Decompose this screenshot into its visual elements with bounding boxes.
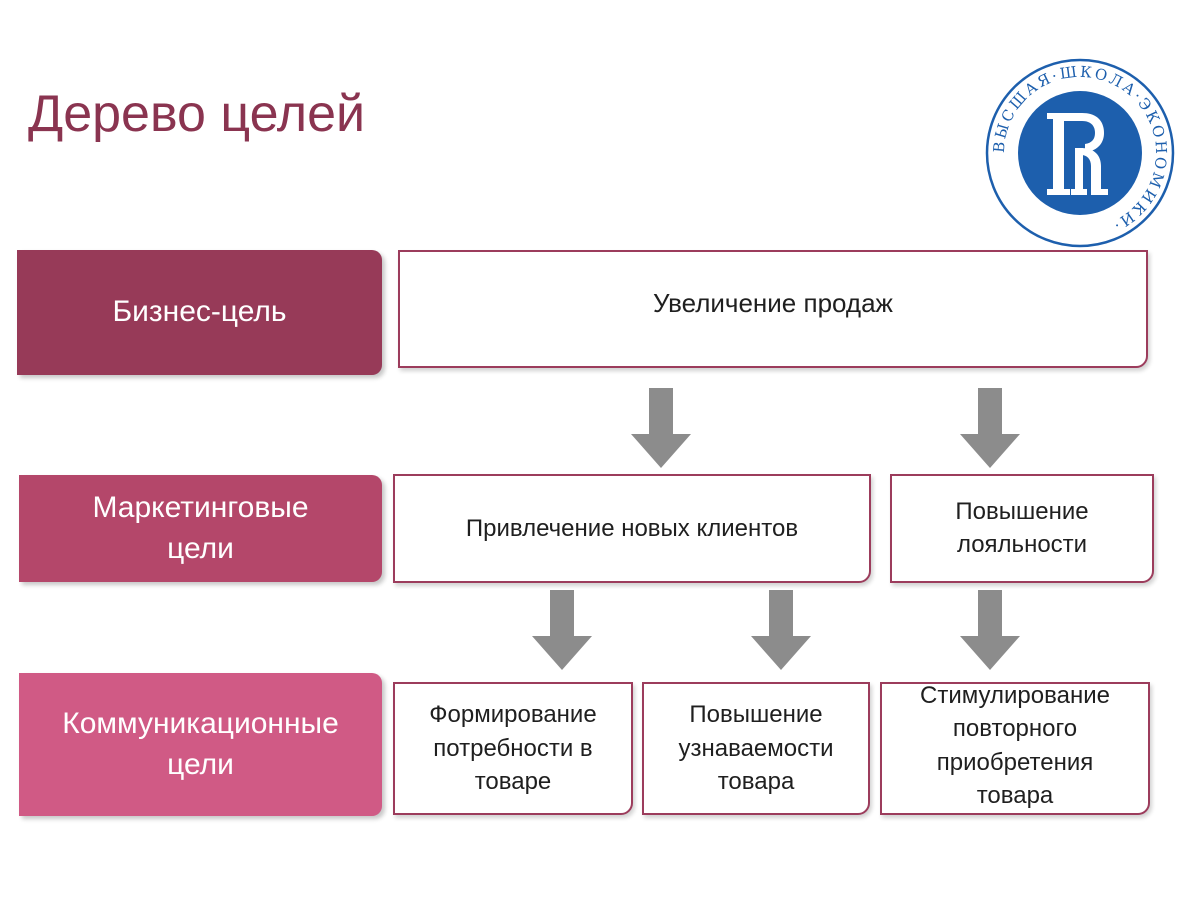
goal-loyalty: Повышение лояльности — [890, 474, 1154, 583]
hse-logo: ВЫСШАЯ·ШКОЛА·ЭКОНОМИКИ· — [985, 58, 1175, 248]
goal-need-formation: Формирование потребности в товаре — [393, 682, 633, 815]
goal-new-clients: Привлечение новых клиентов — [393, 474, 871, 583]
arrow-down-icon — [532, 590, 592, 670]
goal-awareness: Повышение узнаваемости товара — [642, 682, 870, 815]
arrow-down-icon — [960, 590, 1020, 670]
arrow-down-icon — [960, 388, 1020, 468]
level-business-label: Бизнес-цель — [17, 250, 382, 375]
page-title: Дерево целей — [28, 85, 366, 143]
arrow-down-icon — [751, 590, 811, 670]
level-communication-label: Коммуникационные цели — [19, 673, 382, 816]
level-marketing-label: Маркетинговые цели — [19, 475, 382, 582]
arrow-down-icon — [631, 388, 691, 468]
goal-business-sales: Увеличение продаж — [398, 250, 1148, 368]
goal-repeat-purchase: Стимулирование повторного приобретения т… — [880, 682, 1150, 815]
